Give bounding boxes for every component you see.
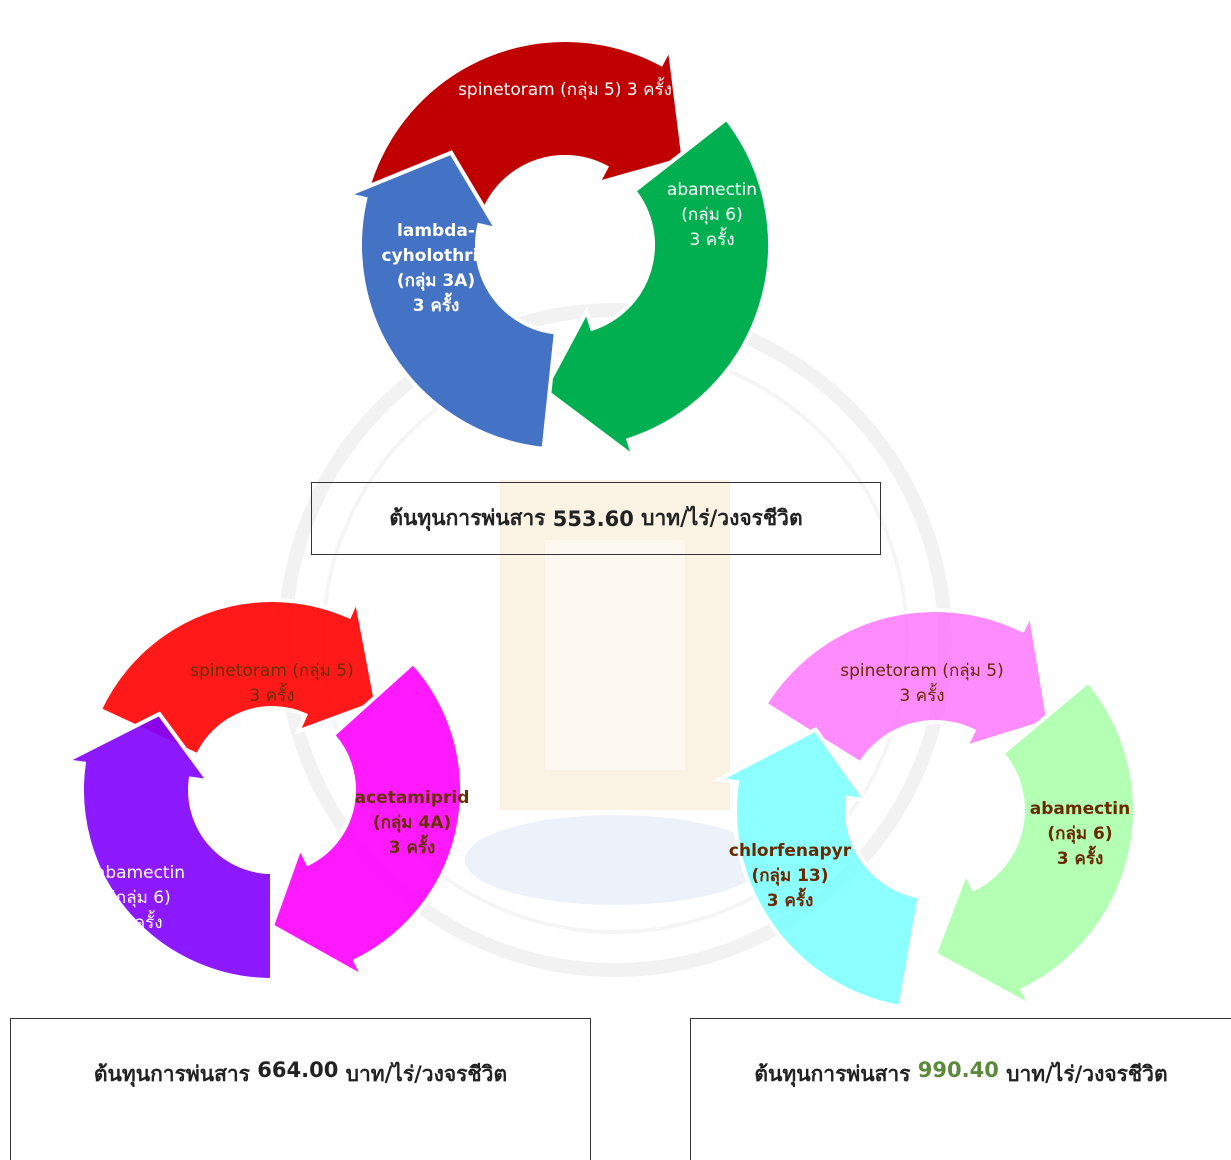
segment-label-line: cyholothrin — [382, 246, 491, 266]
segment-label-line: (กลุ่ม 4A) — [373, 813, 451, 833]
segment-label-line: abamectin — [1030, 799, 1131, 819]
segment-label-line: 3 ครั้ง — [389, 834, 436, 858]
segment-label-line: (กลุ่ม 6) — [681, 205, 742, 225]
segment-label-line: acetamiprid — [355, 788, 470, 808]
arrow-segment-magenta — [269, 660, 464, 982]
segment-label-line: 3 ครั้ง — [117, 910, 162, 933]
arrow-segment-purple — [59, 711, 274, 983]
segment-label-line: (กลุ่ม 6) — [109, 888, 170, 908]
cost-prefix: ต้นทุนการพ่นสาร — [93, 1062, 250, 1086]
segment-label-red: spinetoram (กลุ่ม 5)3 ครั้ง — [190, 661, 353, 706]
segment-label-line: 3 ครั้ง — [689, 227, 734, 250]
cost-box-left: ต้นทุนการพ่นสาร 664.00 บาท/ไร่/วงจรชีวิต — [10, 1018, 591, 1160]
segment-label-line: abamectin — [667, 180, 757, 200]
cost-value: 553.60 — [552, 506, 634, 531]
arrow-segment-cyan — [712, 726, 923, 1010]
cost-prefix: ต้นทุนการพ่นสาร — [389, 506, 546, 530]
segment-label-green: abamectin (กลุ่ม 6)3 ครั้ง — [667, 180, 757, 250]
cost-box-right: ต้นทุนการพ่นสาร 990.40 บาท/ไร่/วงจรชีวิต — [690, 1018, 1231, 1160]
segment-label-line: (กลุ่ม 3A) — [397, 271, 475, 291]
segment-label-line: (กลุ่ม 6) — [1047, 824, 1112, 844]
arrow-segment-blue — [341, 150, 558, 452]
watermark-emblem — [278, 303, 952, 977]
arrow-segment-green — [542, 115, 772, 463]
segment-label-line: abamectin — [95, 863, 185, 883]
segment-label-line: lambda- — [397, 221, 475, 241]
segment-label-green: abamectin (กลุ่ม 6)3 ครั้ง — [1030, 799, 1131, 869]
segment-label-line: (กลุ่ม 13) — [751, 866, 828, 886]
segment-label-purple: abamectin (กลุ่ม 6)3 ครั้ง — [95, 863, 185, 933]
cycle-top: spinetoram (กลุ่ม 5) 3 ครั้ง abamectin (กล… — [341, 38, 772, 463]
segment-label-line: 3 ครั้ง — [249, 683, 294, 706]
arrow-segment-green — [932, 678, 1137, 1011]
segment-label-line: spinetoram (กลุ่ม 5) — [840, 661, 1003, 681]
cost-suffix: บาท/ไร่/วงจรชีวิต — [345, 1062, 508, 1086]
segment-label-line: spinetoram (กลุ่ม 5) — [190, 661, 353, 681]
segment-label-red: spinetoram (กลุ่ม 5) 3 ครั้ง — [458, 77, 672, 100]
segment-label-blue: lambda-cyholothrin (กลุ่ม 3A)3 ครั้ง — [382, 221, 491, 316]
arrow-segment-pink — [762, 607, 1051, 767]
segment-label-line: 3 ครั้ง — [899, 683, 944, 706]
cost-suffix: บาท/ไร่/วงจรชีวิต — [1006, 1062, 1168, 1086]
cycle-left: spinetoram (กลุ่ม 5)3 ครั้งacetamiprid(ก… — [59, 593, 470, 983]
segment-label-magenta: acetamiprid (กลุ่ม 4A)3 ครั้ง — [355, 788, 470, 858]
cycle-right: spinetoram (กลุ่ม 5)3 ครั้งabamectin(กลุ… — [712, 607, 1137, 1011]
segment-label-line: spinetoram (กลุ่ม 5) 3 ครั้ง — [458, 77, 672, 100]
segment-label-line: 3 ครั้ง — [767, 887, 814, 911]
cost-suffix: บาท/ไร่/วงจรชีวิต — [641, 506, 803, 530]
cost-value: 990.40 — [917, 1058, 999, 1082]
cost-box-top: ต้นทุนการพ่นสาร 553.60 บาท/ไร่/วงจรชีวิต — [311, 482, 881, 555]
segment-label-cyan: chlorfenapyr (กลุ่ม 13)3 ครั้ง — [729, 841, 852, 911]
segment-label-line: 3 ครั้ง — [1057, 845, 1104, 869]
segment-label-line: 3 ครั้ง — [413, 292, 460, 316]
segment-label-line: chlorfenapyr — [729, 841, 852, 861]
segment-label-pink: spinetoram (กลุ่ม 5)3 ครั้ง — [840, 661, 1003, 706]
arrow-segment-red — [97, 593, 379, 759]
cost-value: 664.00 — [257, 1058, 339, 1082]
cost-prefix: ต้นทุนการพ่นสาร — [754, 1062, 911, 1086]
